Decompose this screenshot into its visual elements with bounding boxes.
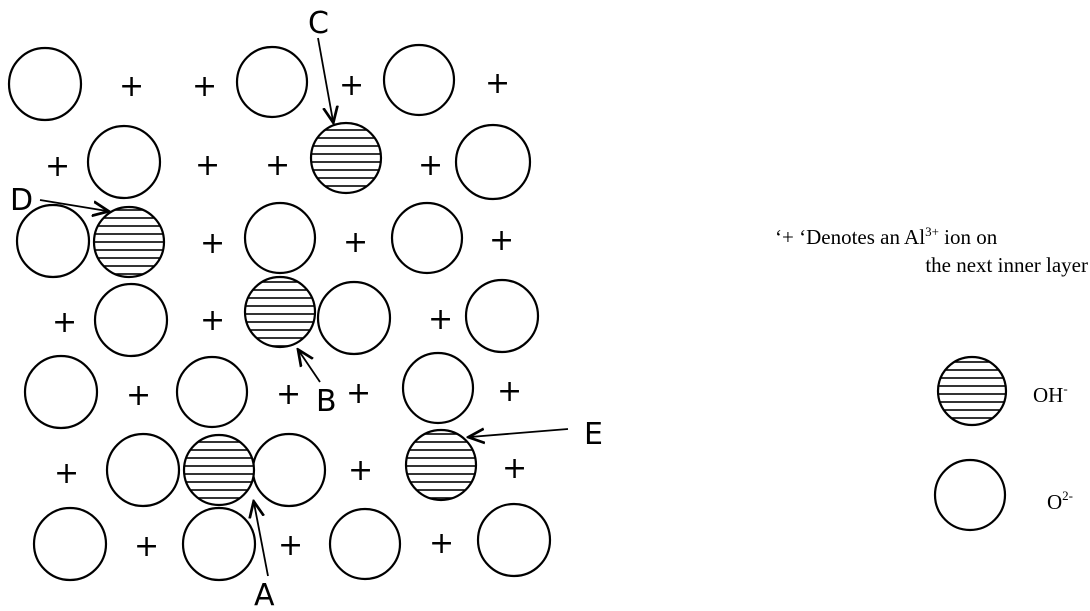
- oxide-ion: [23, 354, 99, 430]
- oxide-ion: [464, 278, 540, 354]
- aluminium-ion-plus: +: [52, 305, 77, 340]
- oxide-ion: [243, 201, 317, 275]
- aluminium-ion-plus: +: [502, 451, 527, 486]
- legend-plus-line1-prefix: ‘+ ‘Denotes an Al: [775, 225, 925, 249]
- oxide-ion: [316, 280, 392, 356]
- aluminium-ion-plus: +: [346, 376, 371, 411]
- legend-oxide-swatch: [933, 458, 1007, 532]
- arrow-a: [254, 503, 269, 577]
- aluminium-ion-plus: +: [276, 377, 301, 412]
- aluminium-ion-plus: +: [119, 69, 144, 104]
- legend-oxide-superscript: 2-: [1062, 488, 1073, 503]
- oxide-ion: [7, 46, 83, 122]
- label-b: B: [316, 384, 337, 419]
- oxide-ion: [32, 506, 108, 582]
- aluminium-ion-plus: +: [192, 69, 217, 104]
- oxide-ion: [175, 355, 249, 429]
- arrow-c: [317, 37, 333, 121]
- legend-oxide-text: O: [1047, 490, 1062, 514]
- aluminium-ion-plus: +: [45, 149, 70, 184]
- oxide-ion: [86, 124, 162, 200]
- label-d: D: [10, 183, 33, 218]
- oxide-ion: [401, 351, 475, 425]
- label-a: A: [254, 578, 275, 611]
- label-arrows: [39, 37, 569, 577]
- oxide-ion: [251, 432, 327, 508]
- arrow-b: [299, 351, 321, 383]
- aluminium-ion-plus: +: [200, 303, 225, 338]
- arrow-d: [39, 199, 107, 211]
- legend-plus-line1: ‘+ ‘Denotes an Al3+ ion on: [775, 224, 998, 249]
- aluminium-ion-plus: +: [126, 378, 151, 413]
- aluminium-ion-plus: +: [265, 148, 290, 183]
- aluminium-ion-plus: +: [339, 68, 364, 103]
- legend: ‘+ ‘Denotes an Al3+ ion on the next inne…: [775, 224, 1088, 532]
- aluminium-ion-plus: +: [428, 302, 453, 337]
- oxide-ion: [93, 282, 169, 358]
- aluminium-ion-plus: +: [485, 66, 510, 101]
- legend-plus-line1-superscript: 3+: [925, 224, 939, 239]
- oxide-ion: [105, 432, 181, 508]
- aluminium-ion-plus: +: [54, 456, 79, 491]
- oxide-ion: [390, 201, 464, 275]
- aluminium-ion-markers: + + + + + + + + + + + + + + + + + + + + …: [45, 66, 527, 564]
- aluminium-ion-plus: +: [418, 148, 443, 183]
- legend-hydroxide-label: OH-: [1033, 381, 1068, 407]
- aluminium-ion-plus: +: [497, 374, 522, 409]
- hydroxide-ion-grid: [92, 121, 478, 507]
- oxide-ion: [181, 506, 257, 582]
- label-e: E: [584, 417, 603, 452]
- oxide-ion-grid: [7, 43, 552, 582]
- hydroxide-ion-e: [404, 428, 478, 502]
- oxide-ion: [328, 507, 402, 581]
- oxide-ion: [454, 123, 532, 201]
- arrow-e: [470, 429, 569, 437]
- aluminium-ion-plus: +: [278, 528, 303, 563]
- legend-oxide-label: O2-: [1047, 488, 1073, 514]
- hydroxide-ion-d: [92, 205, 166, 279]
- aluminium-ion-plus: +: [134, 529, 159, 564]
- oxide-ion: [15, 203, 91, 279]
- legend-plus-line2: the next inner layer: [925, 253, 1088, 277]
- hydroxide-ion-a: [182, 433, 256, 507]
- hydroxide-ion-c: [309, 121, 383, 195]
- oxide-ion: [235, 45, 309, 119]
- legend-hydroxide-swatch: [936, 355, 1008, 427]
- aluminium-ion-plus: +: [343, 225, 368, 260]
- hydroxide-ion-b: [243, 275, 317, 349]
- oxide-ion: [476, 502, 552, 578]
- oxide-ion: [382, 43, 456, 117]
- aluminium-ion-plus: +: [489, 223, 514, 258]
- legend-plus-line1-suffix: ion on: [939, 225, 998, 249]
- legend-hydroxide-text: OH: [1033, 383, 1063, 407]
- aluminium-ion-plus: +: [195, 148, 220, 183]
- label-c: C: [308, 6, 329, 41]
- aluminium-ion-plus: +: [200, 226, 225, 261]
- aluminium-ion-plus: +: [429, 526, 454, 561]
- aluminium-ion-plus: +: [348, 453, 373, 488]
- legend-hydroxide-superscript: -: [1063, 381, 1067, 396]
